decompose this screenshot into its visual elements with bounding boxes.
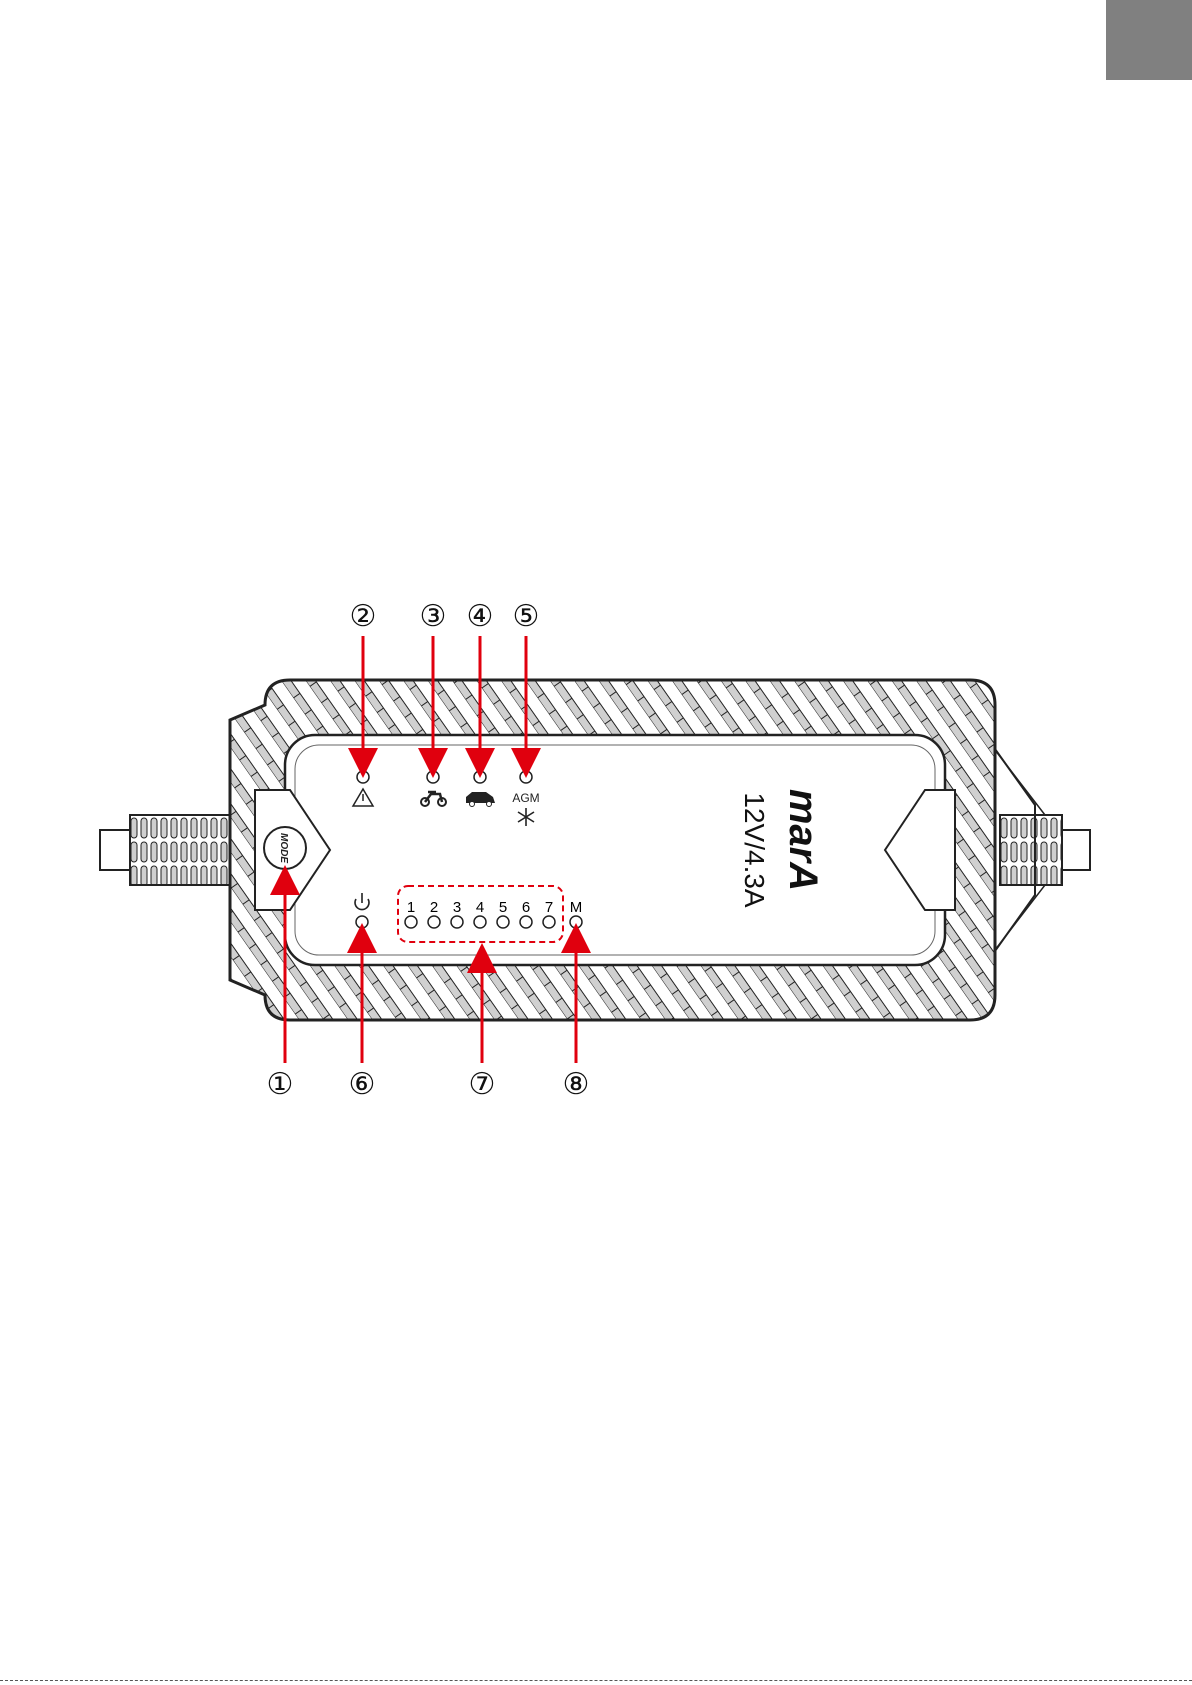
step-led-1 — [405, 916, 417, 928]
rating-label: 12V/4.3A — [739, 792, 770, 908]
step-led-3 — [451, 916, 463, 928]
agm-label: AGM — [512, 791, 539, 805]
mode-button[interactable]: MODE — [264, 827, 306, 869]
mode-button-label: MODE — [278, 833, 289, 863]
left-cable — [100, 815, 230, 885]
power-led — [356, 916, 368, 928]
callout-label-7: ⑦ — [469, 1068, 496, 1101]
step-led-7 — [543, 916, 555, 928]
right-cable — [985, 735, 1090, 965]
callout-label-6: ⑥ — [349, 1068, 376, 1101]
callout-label-2: ② — [350, 600, 377, 633]
maintenance-led — [570, 916, 582, 928]
maintenance-label: M — [570, 899, 583, 916]
step-led-5 — [497, 916, 509, 928]
step-led-2 — [428, 916, 440, 928]
step-label-1: 1 — [407, 899, 415, 916]
agm-cold-mode-led — [520, 771, 532, 783]
step-label-2: 2 — [430, 899, 438, 916]
step-label-7: 7 — [545, 899, 553, 916]
step-led-4 — [474, 916, 486, 928]
car-mode-led — [474, 771, 486, 783]
callout-label-4: ④ — [467, 600, 494, 633]
callout-label-3: ③ — [420, 600, 447, 633]
step-label-6: 6 — [522, 899, 530, 916]
callout-label-1: ① — [267, 1068, 294, 1101]
callout-label-8: ⑧ — [563, 1068, 590, 1101]
step-led-6 — [520, 916, 532, 928]
brand-logo: marA — [781, 789, 825, 891]
warning-led — [357, 771, 369, 783]
motorcycle-mode-led — [427, 771, 439, 783]
callout-label-5: ⑤ — [513, 600, 540, 633]
page-footer-rule — [0, 1680, 1192, 1681]
step-label-4: 4 — [476, 899, 484, 916]
step-label-5: 5 — [499, 899, 507, 916]
front-panel — [255, 735, 955, 965]
step-label-3: 3 — [453, 899, 461, 916]
